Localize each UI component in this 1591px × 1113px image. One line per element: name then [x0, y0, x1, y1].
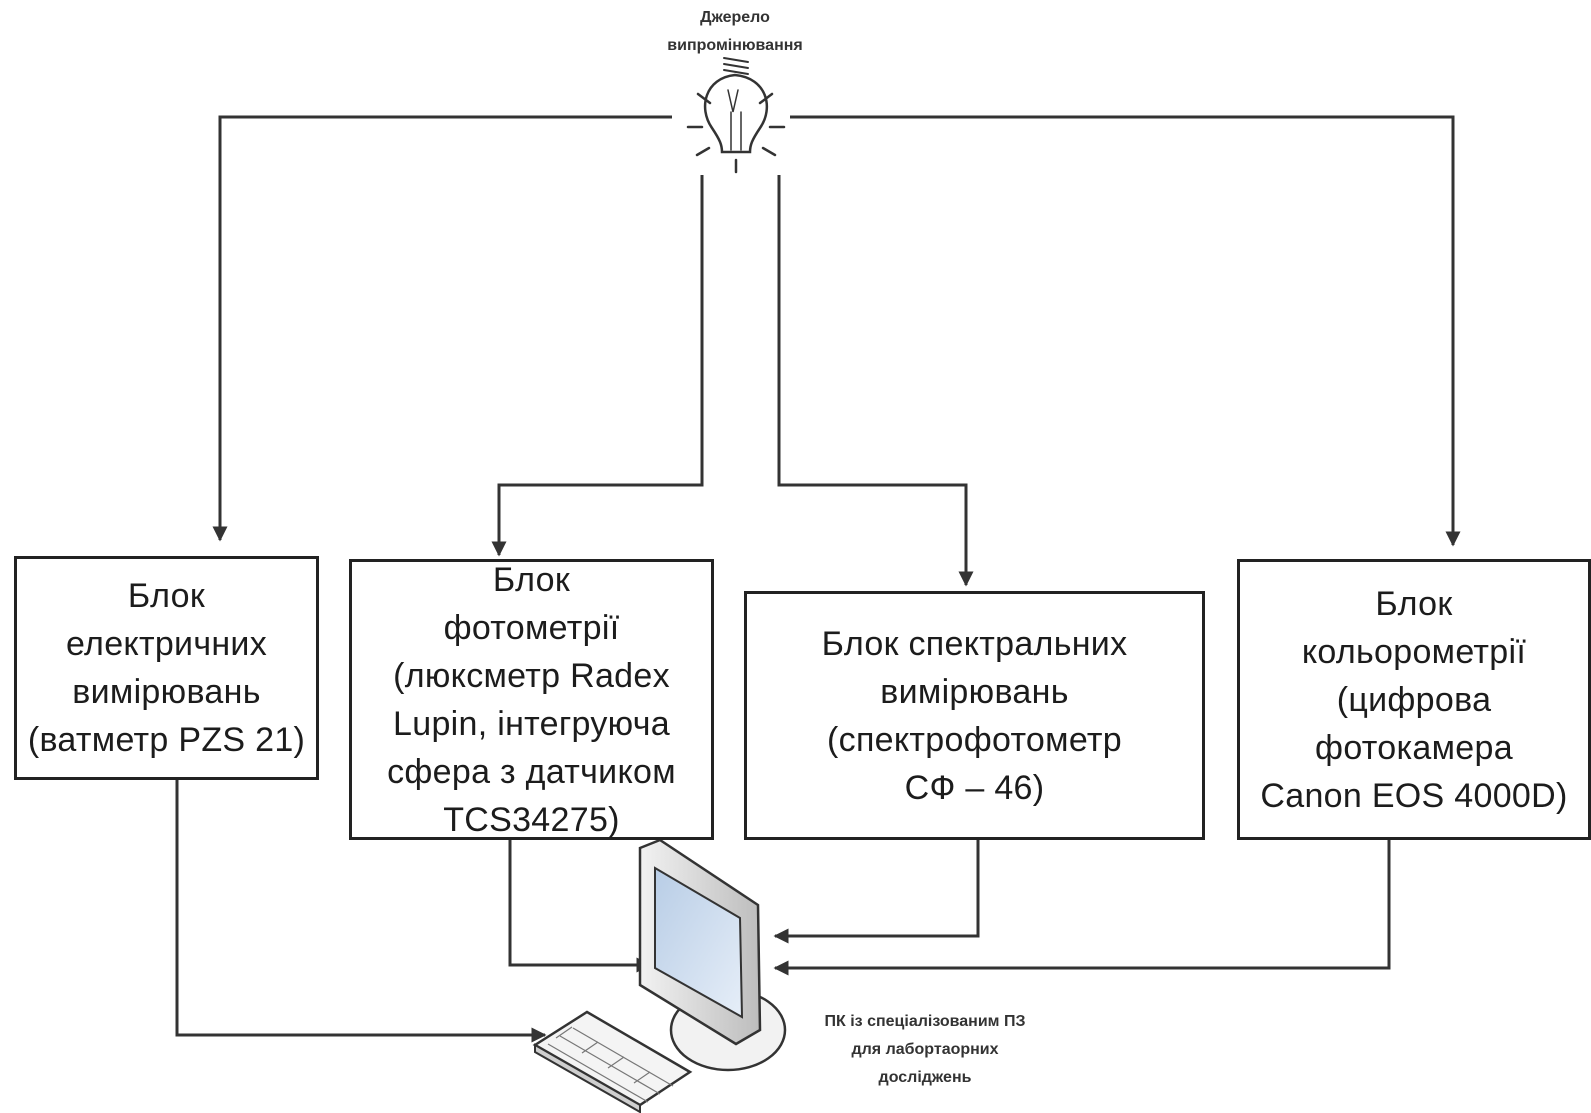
block-photometry: Блок фотометрії (люксметр Radex Lupin, і… [349, 559, 714, 840]
connector-source-to-colorimetry [790, 117, 1453, 545]
block-spectral: Блок спектральних вимірювань (спектрофот… [744, 591, 1205, 840]
desktop-computer-icon [640, 840, 785, 1070]
block-electrical: Блок електричних вимірювань (ватметр PZS… [14, 556, 319, 780]
connector-photometry-to-computer [510, 840, 650, 965]
connector-source-to-electrical [220, 117, 672, 540]
connector-spectral-to-computer [775, 838, 978, 936]
block-colorimetry: Блок кольорометрії (цифрова фотокамера C… [1237, 559, 1591, 840]
source-connectors [220, 117, 1453, 585]
connector-source-to-photometry [499, 175, 702, 555]
light-bulb-icon [688, 58, 784, 172]
connector-source-to-spectral [779, 175, 966, 585]
computer-label: ПК із спеціалізованим ПЗ для лабортаорни… [780, 1008, 1070, 1092]
block-colorimetry-label: Блок кольорометрії (цифрова фотокамера C… [1260, 580, 1567, 820]
block-electrical-label: Блок електричних вимірювань (ватметр PZS… [28, 572, 305, 764]
block-spectral-label: Блок спектральних вимірювань (спектрофот… [822, 620, 1128, 812]
block-photometry-label: Блок фотометрії (люксметр Radex Lupin, і… [387, 556, 676, 844]
source-label: Джерело випромінювання [655, 4, 815, 60]
keyboard-icon [535, 1012, 690, 1112]
connector-colorimetry-to-computer [775, 838, 1389, 968]
